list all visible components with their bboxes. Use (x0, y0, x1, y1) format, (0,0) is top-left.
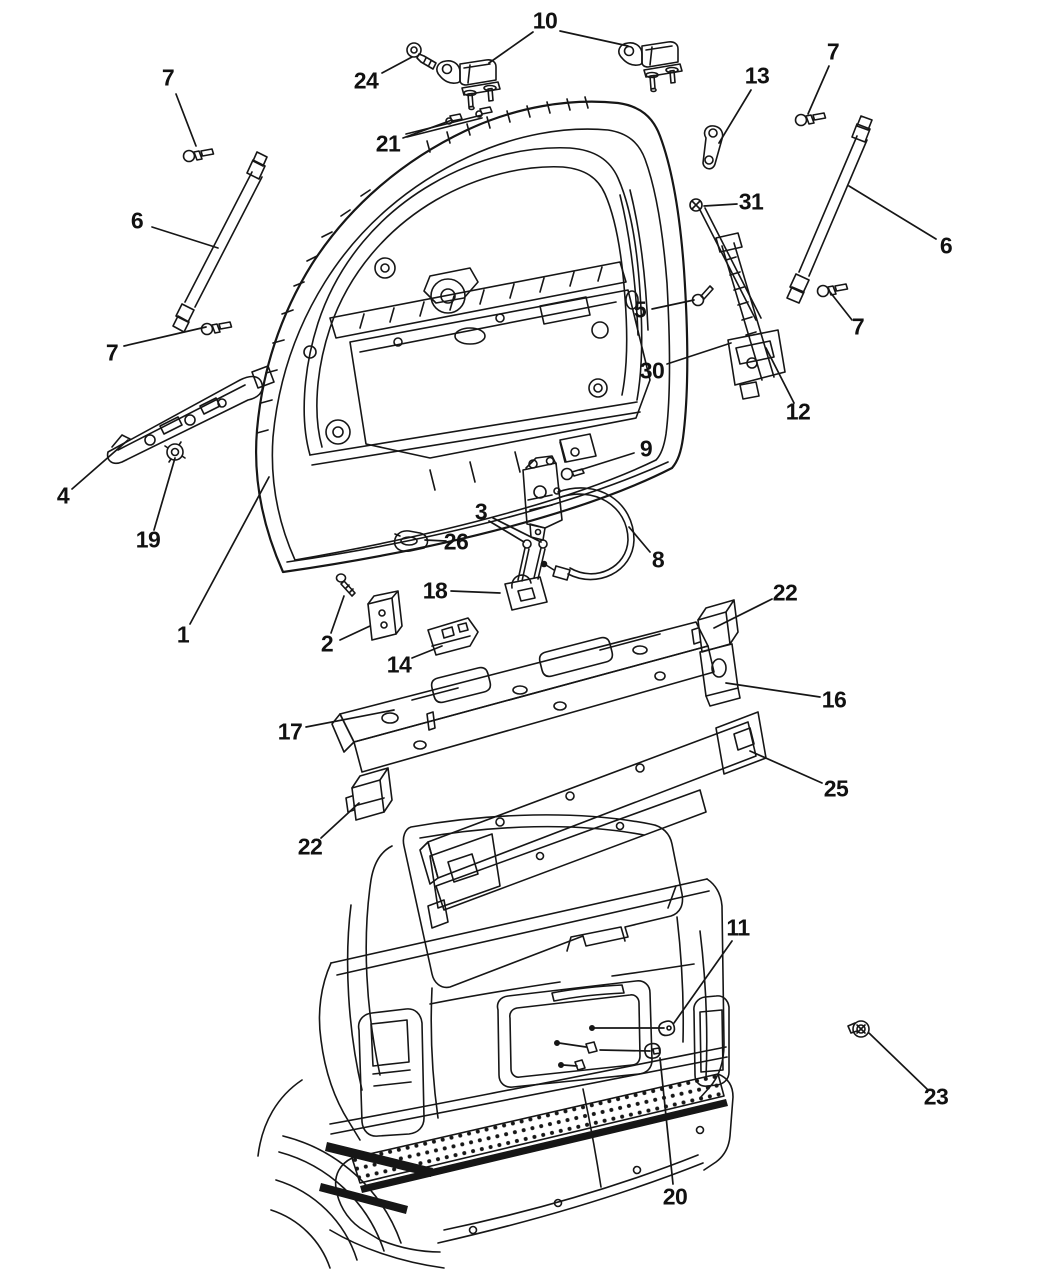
leader-line (189, 476, 270, 625)
leader-line (599, 1049, 651, 1052)
rear-bumper (319, 1046, 734, 1253)
taillamp-left (357, 1008, 425, 1137)
weatherstrip-clips (405, 106, 493, 138)
leader-line (123, 326, 207, 347)
leader-line (339, 625, 371, 641)
bracket-14 (427, 617, 479, 656)
leader-line (153, 457, 176, 531)
leader-line (718, 89, 752, 144)
leader-line (651, 299, 695, 310)
liftgate-panel (254, 96, 689, 574)
sill-panel (331, 621, 715, 773)
leader-line (71, 439, 129, 490)
leader-line (666, 342, 732, 365)
leader-line (749, 750, 823, 784)
rear-glass (402, 814, 684, 989)
prop-rod-left (172, 148, 268, 336)
clip-26 (393, 530, 429, 553)
leader-line (562, 1064, 578, 1067)
leader-lines (71, 30, 937, 1185)
leader-line (765, 347, 795, 404)
hinge-bolt (406, 42, 437, 70)
grommet-23 (847, 1020, 870, 1038)
check-link (702, 125, 724, 170)
leader-line (424, 539, 447, 542)
liftgate-latch (522, 455, 585, 541)
leader-line (868, 1032, 928, 1090)
leader-line (450, 590, 501, 594)
release-cable (540, 487, 635, 581)
leader-line (402, 119, 453, 139)
leader-line (725, 682, 821, 698)
crossmember (419, 711, 767, 885)
latch-striker (504, 539, 548, 611)
liftgate-hinges (436, 41, 683, 111)
leader-line (579, 452, 635, 471)
bumper-block-left (345, 767, 393, 821)
liftgate-actuator (689, 198, 786, 400)
leader-line (151, 226, 219, 249)
leader-line (807, 65, 830, 115)
leader-line (848, 185, 937, 240)
leader-line (559, 30, 629, 47)
bumper-block-right (691, 599, 739, 653)
leader-line (381, 56, 413, 74)
wedge-block-2 (367, 590, 403, 641)
leader-line (659, 1057, 674, 1185)
license-recess (496, 980, 653, 1088)
leader-line (673, 940, 733, 1024)
leader-line (488, 520, 525, 543)
lower-rail (427, 789, 707, 929)
leader-line (411, 645, 443, 659)
leader-line (488, 31, 534, 64)
prop-rod-right (786, 112, 873, 304)
leader-line (305, 709, 395, 728)
screw-2 (335, 573, 356, 597)
leader-line (330, 595, 345, 634)
leader-line (703, 203, 738, 207)
leader-line (558, 1042, 587, 1048)
liftgate-handle (106, 365, 275, 465)
leader-line (320, 802, 360, 839)
leader-line (713, 598, 773, 629)
van-rear-view (257, 814, 870, 1269)
leader-line (829, 291, 853, 321)
rear-wheel (257, 1079, 445, 1269)
leader-line (628, 526, 651, 553)
leader-line (492, 517, 542, 543)
leader-line (175, 93, 197, 147)
